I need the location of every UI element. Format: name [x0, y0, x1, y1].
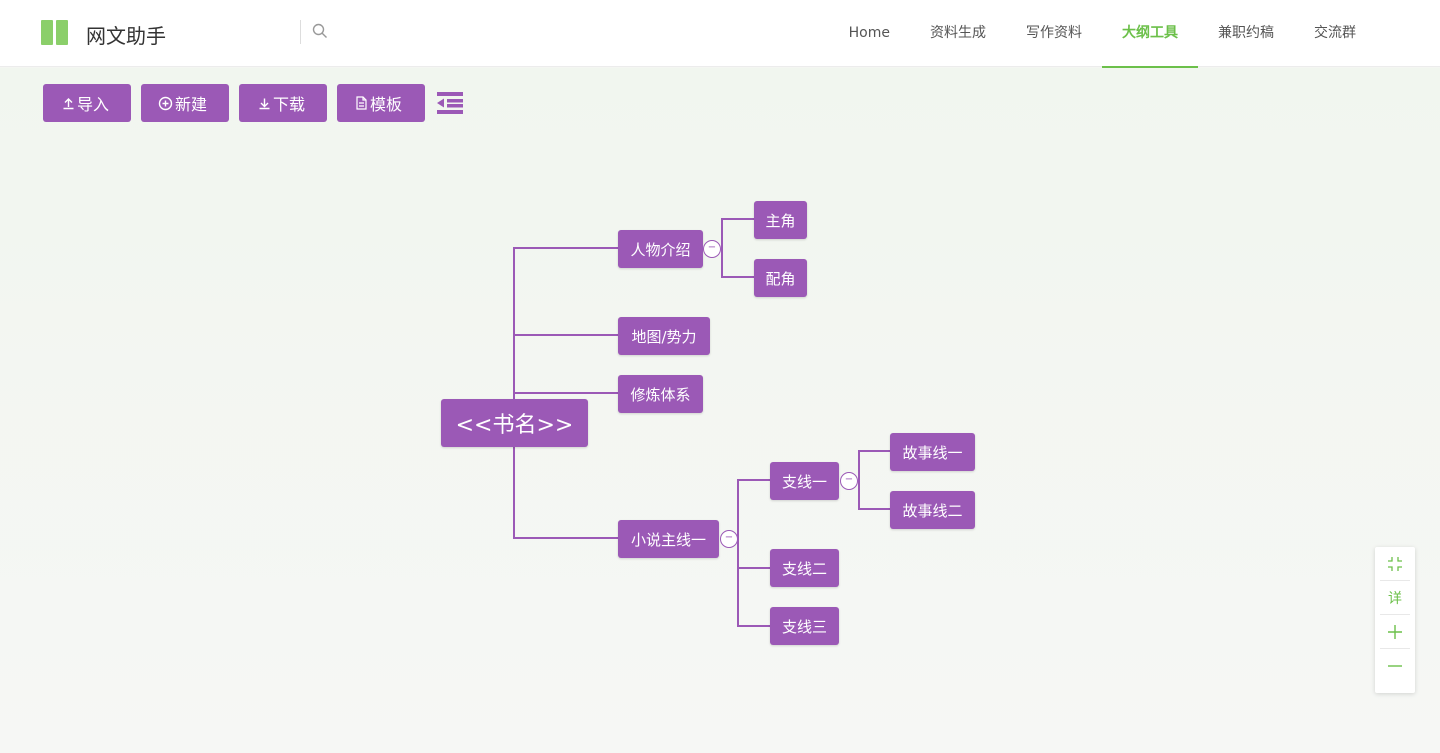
- node-story-2[interactable]: 故事线二: [890, 491, 975, 529]
- fit-view-button[interactable]: [1380, 547, 1410, 581]
- import-button[interactable]: 导入: [43, 84, 131, 122]
- app-title[interactable]: 网文助手: [86, 24, 166, 48]
- compress-icon: [1388, 556, 1402, 571]
- mindmap-canvas[interactable]: 导入 新建 下载 模板: [0, 68, 1440, 753]
- mindmap-connectors: [513, 218, 890, 627]
- file-icon: [356, 96, 367, 110]
- detail-button[interactable]: 详: [1380, 581, 1410, 615]
- main-nav: Home 资料生成 写作资料 大纲工具 兼职约稿 交流群: [829, 0, 1376, 68]
- node-cultivation[interactable]: 修炼体系: [618, 375, 703, 413]
- collapse-branch1-button[interactable]: −: [840, 472, 858, 490]
- new-label: 新建: [175, 95, 208, 114]
- zoom-out-button[interactable]: [1380, 649, 1410, 683]
- node-supporting[interactable]: 配角: [754, 259, 807, 297]
- connector-root-mainline: [513, 446, 618, 539]
- zoom-out-icon: [1388, 665, 1402, 667]
- nav-community[interactable]: 交流群: [1314, 25, 1356, 41]
- nav-outline-tool[interactable]: 大纲工具: [1102, 0, 1198, 68]
- collapse-mainline-button[interactable]: −: [720, 530, 738, 548]
- node-branch-3[interactable]: 支线三: [770, 607, 839, 645]
- download-label: 下载: [273, 95, 306, 114]
- new-button[interactable]: 新建: [141, 84, 229, 122]
- nav-writing-material[interactable]: 写作资料: [1026, 25, 1082, 41]
- download-button[interactable]: 下载: [239, 84, 327, 122]
- nav-home[interactable]: Home: [848, 25, 890, 41]
- download-icon: [259, 98, 270, 109]
- outdent-icon[interactable]: [437, 91, 463, 115]
- node-characters[interactable]: 人物介绍: [618, 230, 703, 268]
- toolbar: 导入 新建 下载 模板: [43, 84, 463, 122]
- header: 网文助手 Home 资料生成 写作资料 大纲工具 兼职约稿 交流群: [0, 0, 1440, 68]
- zoom-in-button[interactable]: [1380, 615, 1410, 649]
- connector-branch1-children: [858, 450, 890, 510]
- search-icon: [312, 23, 327, 38]
- connector-characters-children: [721, 218, 754, 278]
- import-label: 导入: [77, 95, 110, 114]
- node-protagonist[interactable]: 主角: [754, 201, 807, 239]
- connector-root-characters: [513, 247, 618, 400]
- collapse-characters-button[interactable]: −: [703, 240, 721, 258]
- root-node[interactable]: <<书名>>: [441, 399, 588, 447]
- nav-material-generation[interactable]: 资料生成: [930, 25, 986, 41]
- plus-circle-icon: [158, 96, 173, 110]
- node-branch-1[interactable]: 支线一: [770, 462, 839, 500]
- search-button[interactable]: [300, 20, 340, 44]
- node-main-line[interactable]: 小说主线一: [618, 520, 719, 558]
- connector-mainline-children: [737, 479, 770, 627]
- node-branch-2[interactable]: 支线二: [770, 549, 839, 587]
- template-button[interactable]: 模板: [337, 84, 425, 122]
- upload-icon: [63, 97, 74, 109]
- zoom-in-icon: [1388, 624, 1402, 639]
- node-story-1[interactable]: 故事线一: [890, 433, 975, 471]
- book-logo-icon[interactable]: [40, 19, 70, 47]
- nav-freelance[interactable]: 兼职约稿: [1218, 25, 1274, 41]
- template-label: 模板: [370, 95, 403, 114]
- node-map-forces[interactable]: 地图/势力: [618, 317, 710, 355]
- zoom-panel: 详: [1375, 547, 1415, 693]
